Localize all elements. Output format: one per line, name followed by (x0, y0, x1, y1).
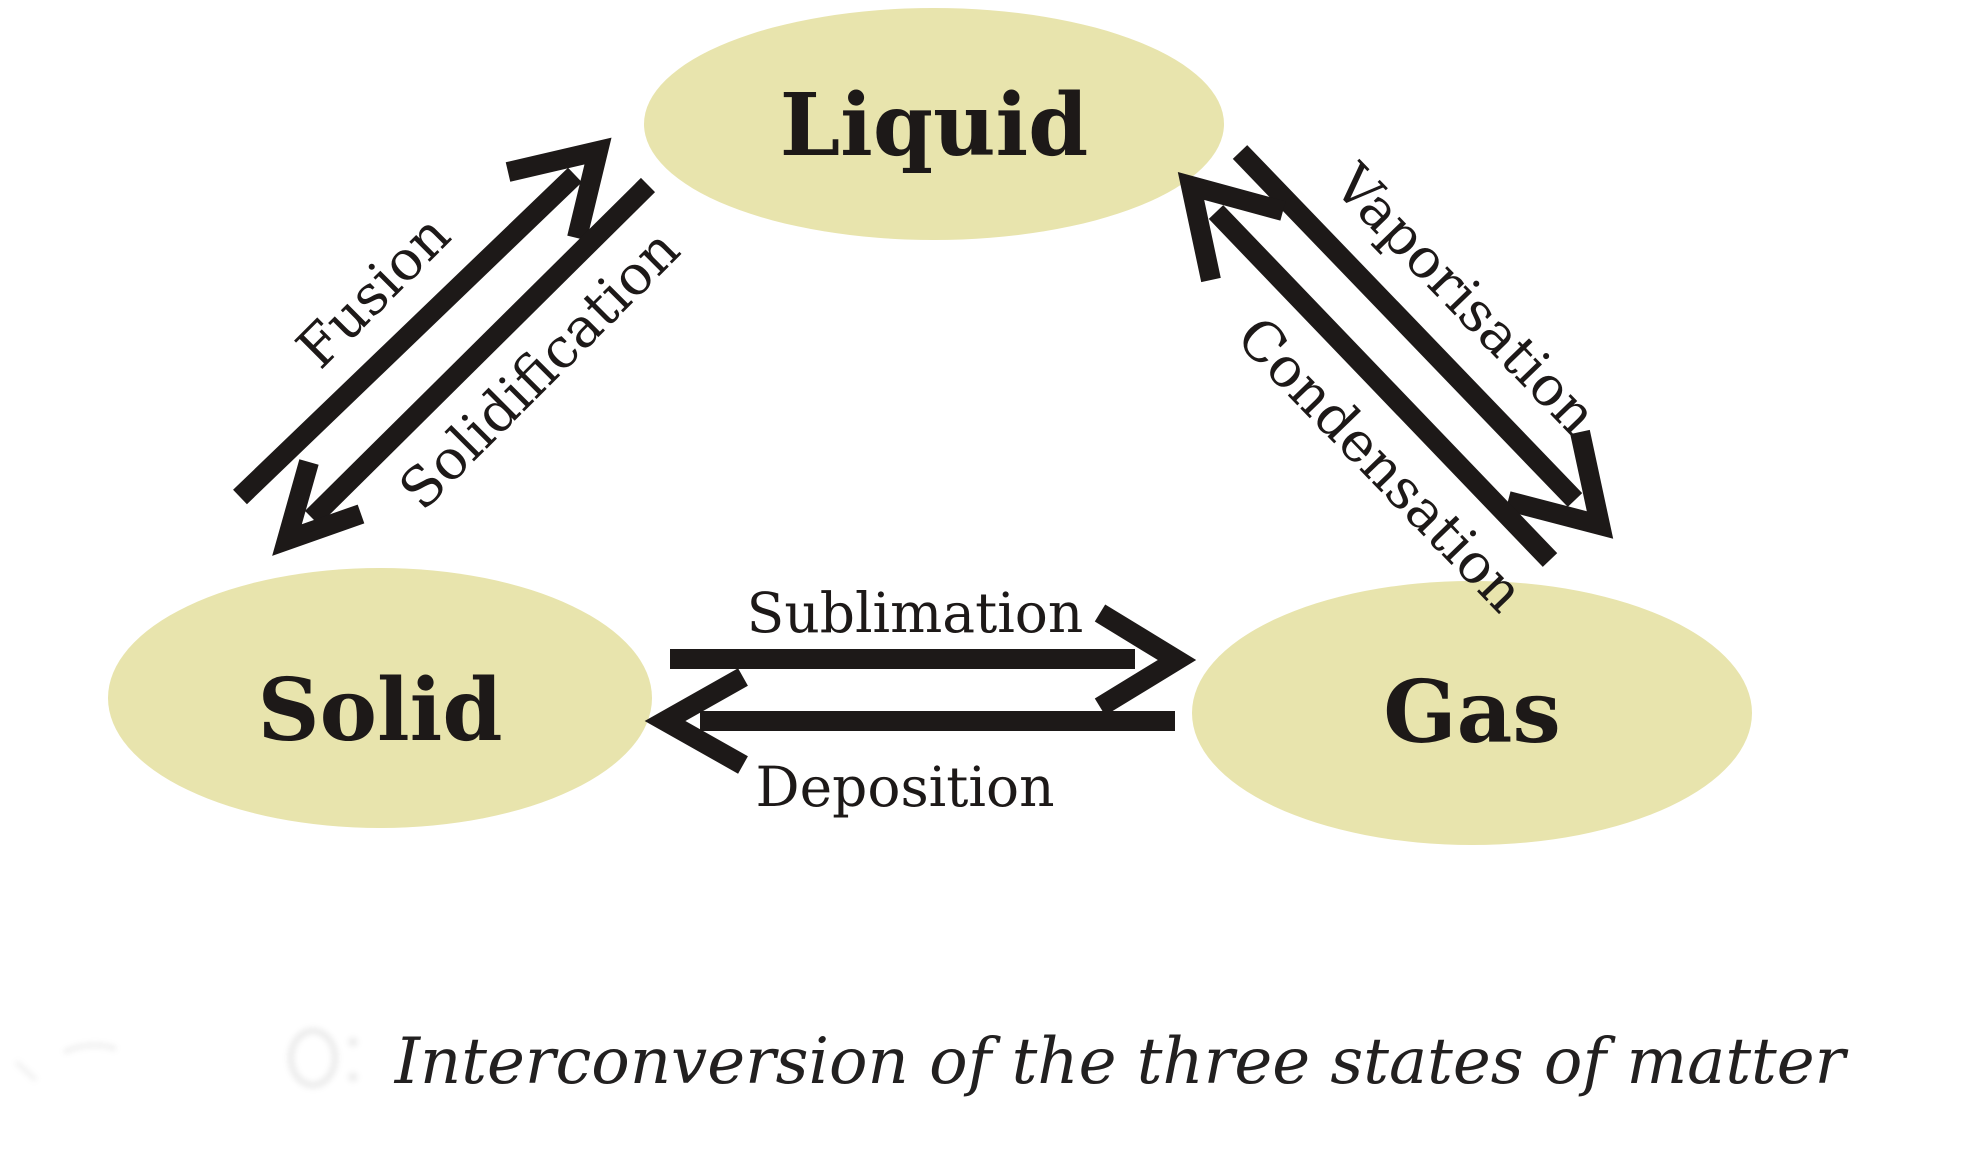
condensation-arrow (1177, 172, 1558, 567)
process-label-fusion: Fusion (284, 202, 462, 380)
node-label-solid: Solid (258, 660, 503, 761)
figure-caption: Interconversion of the three states of m… (394, 1025, 1849, 1099)
process-label-sublimation: Sublimation (747, 581, 1084, 645)
fusion-arrow (233, 137, 612, 505)
node-label-liquid: Liquid (780, 75, 1089, 176)
node-label-gas: Gas (1383, 662, 1561, 763)
node-solid (108, 568, 652, 828)
node-liquid (644, 8, 1224, 240)
vaporisation-arrow-shaft (1232, 145, 1583, 507)
erased-figure-number-smudge (14, 1027, 358, 1089)
sublimation-arrow (670, 604, 1197, 716)
process-label-deposition: Deposition (755, 755, 1054, 819)
solidification-arrow (272, 177, 656, 556)
deposition-arrow (644, 668, 1175, 774)
deposition-arrowhead-icon (644, 668, 748, 774)
fusion-arrow-shaft (233, 167, 582, 505)
condensation-arrow-shaft (1208, 205, 1558, 567)
vaporisation-arrowhead-icon (1505, 429, 1614, 539)
sublimation-arrowhead-icon (1094, 604, 1197, 716)
vaporisation-arrow (1232, 145, 1614, 539)
solidification-arrowhead-icon (272, 459, 365, 556)
solidification-arrow-shaft (304, 177, 656, 526)
condensation-arrowhead-icon (1177, 172, 1286, 283)
fusion-arrowhead-icon (505, 137, 612, 241)
node-gas (1192, 581, 1752, 845)
